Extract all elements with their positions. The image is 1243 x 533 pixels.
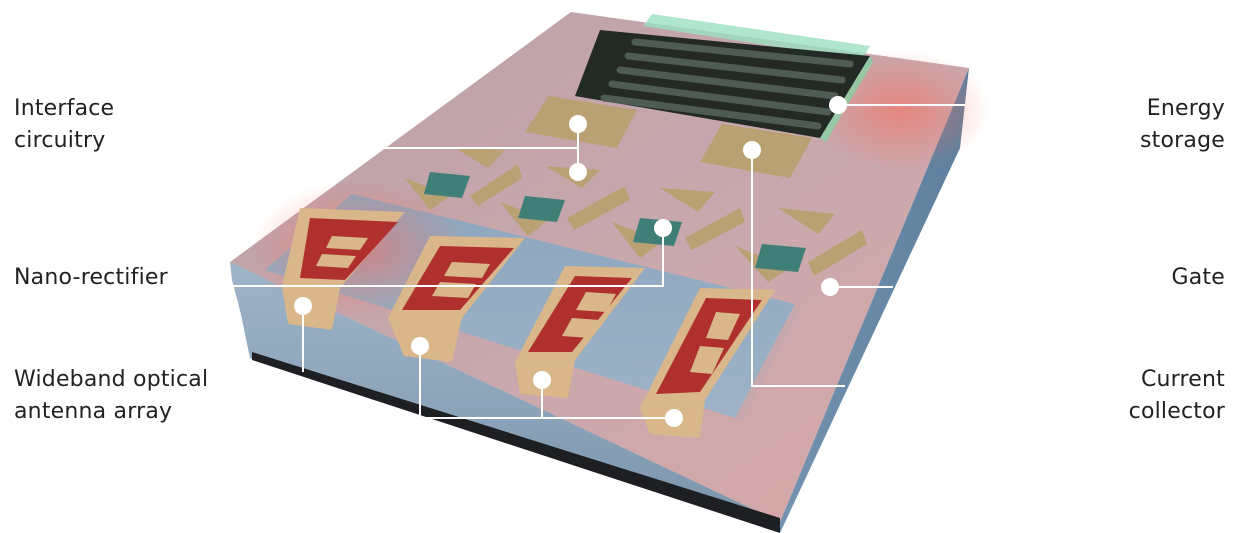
antenna-array [282, 208, 775, 438]
dot-antenna-1 [294, 297, 312, 315]
dot-antenna-3 [533, 371, 551, 389]
dot-current-collector [743, 141, 761, 159]
leader-dots [294, 96, 847, 427]
chip-right-face [780, 68, 969, 533]
label-current-collector: Current collector [1128, 367, 1225, 424]
chip-front-face-main [230, 262, 780, 522]
chip-base-edge [252, 352, 780, 533]
dot-interface-b [569, 163, 587, 181]
dot-antenna-4 [665, 409, 683, 427]
label-nano-rectifier: Nano-rectifier [14, 265, 168, 290]
label-interface-circuitry: Interface circuitry [14, 96, 115, 153]
dot-antenna-2 [411, 337, 429, 355]
leader-antenna-array-b [419, 346, 674, 419]
trench-edge [735, 304, 800, 420]
label-gate: Gate [1171, 265, 1225, 290]
dot-rectifier [654, 219, 672, 237]
label-energy-storage: Energy storage [1140, 96, 1225, 153]
dot-interface-a [569, 115, 587, 133]
dot-gate [821, 278, 839, 296]
leader-lines [229, 104, 965, 419]
leader-current-collector [751, 150, 845, 387]
leader-nano-rectifier [229, 228, 664, 287]
dot-energy-storage [829, 96, 847, 114]
energy-storage-component [575, 14, 873, 142]
label-antenna-array: Wideband optical antenna array [14, 367, 209, 424]
nano-rectifier-units [405, 148, 867, 282]
